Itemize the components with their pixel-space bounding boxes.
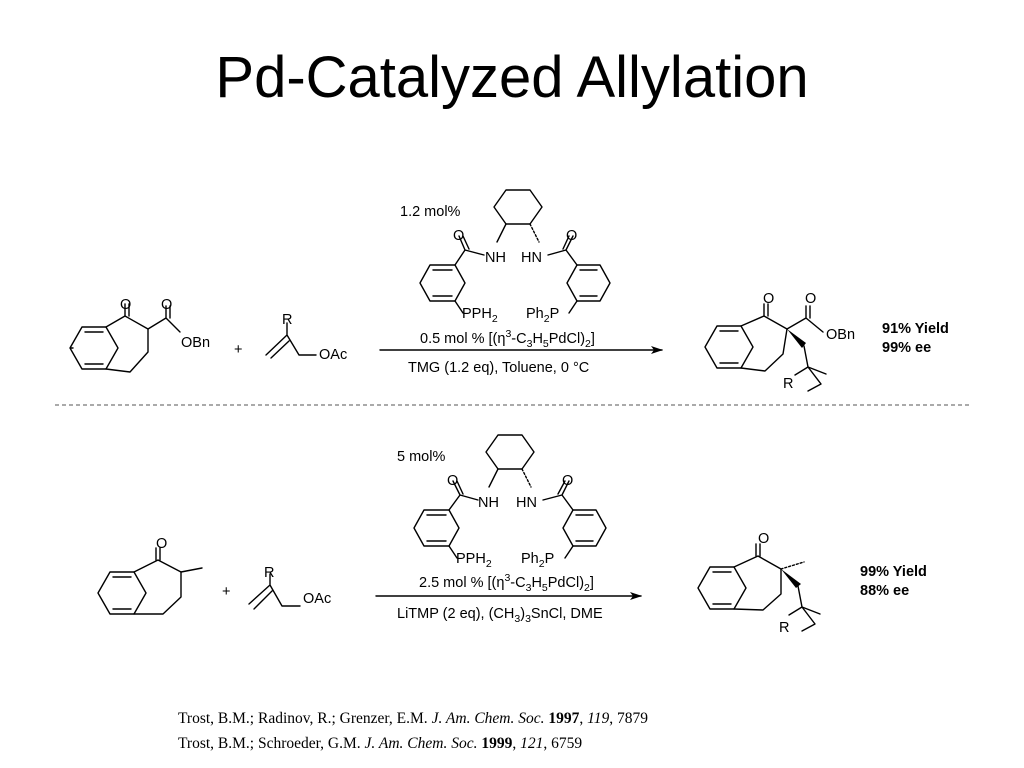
- atom-O-amide-right: O: [566, 228, 577, 244]
- reactant-allyl-acetate-2: R OAc: [248, 565, 331, 610]
- ligand-loading: 1.2 mol%: [400, 204, 461, 220]
- atom-OBn: OBn: [181, 335, 210, 351]
- ee-1: 99% ee: [882, 340, 931, 356]
- atom-O-ketone-p2: O: [758, 531, 769, 547]
- base-conditions-2: LiTMP (2 eq), (CH3)3SnCl, DME: [397, 606, 603, 625]
- product-2: O R: [697, 531, 821, 636]
- trost-ligand-2: 5 mol% O O NH HN PPH2 Ph2P: [397, 434, 607, 570]
- phosphine-right: Ph2P: [526, 306, 559, 325]
- atom-O-ketone-r2: O: [156, 536, 167, 552]
- phosphine-left-2: PPH2: [456, 551, 492, 570]
- atom-O-amide-left: O: [453, 228, 464, 244]
- reactant-methyl-tetralone: O: [97, 536, 203, 615]
- atom-O-ester-p1: O: [805, 291, 816, 307]
- plus-sign-2: +: [222, 584, 230, 600]
- ee-2: 88% ee: [860, 583, 909, 599]
- atom-OAc-r2: OAc: [303, 591, 331, 607]
- product-1: O O OBn R: [704, 291, 855, 392]
- ligand-loading-2: 5 mol%: [397, 449, 445, 465]
- pd-reagent-1: 0.5 mol % [(η3-C3H5PdCl)2]: [420, 328, 595, 350]
- scheme-1: O O OBn + R OAc 1.2 mol% O O NH HN: [69, 189, 949, 392]
- scheme-2: O + R OAc 5 mol% O O NH HN PPH2 Ph2P: [97, 434, 927, 636]
- reference-1: Trost, B.M.; Radinov, R.; Grenzer, E.M. …: [178, 710, 648, 727]
- trost-ligand-1: 1.2 mol% O O NH HN PPH2 Ph2P: [400, 189, 611, 325]
- atom-O-ketone: O: [120, 297, 131, 313]
- atom-O-amide-right-2: O: [562, 473, 573, 489]
- atom-NH-2: NH: [478, 495, 499, 511]
- reactant-tetralone-ester: O O OBn: [69, 297, 210, 373]
- atom-R-p2: R: [779, 620, 789, 636]
- atom-OBn-p1: OBn: [826, 327, 855, 343]
- atom-OAc: OAc: [319, 347, 347, 363]
- base-conditions-1: TMG (1.2 eq), Toluene, 0 °C: [408, 360, 589, 376]
- reactant-allyl-acetate: R OAc: [265, 312, 347, 363]
- atom-R-p1: R: [783, 376, 793, 392]
- phosphine-left: PPH2: [462, 306, 498, 325]
- atom-O-ester: O: [161, 297, 172, 313]
- pd-reagent-2: 2.5 mol % [(η3-C3H5PdCl)2]: [419, 572, 594, 594]
- slide-title: Pd-Catalyzed Allylation: [215, 45, 808, 110]
- references: Trost, B.M.; Radinov, R.; Grenzer, E.M. …: [178, 710, 648, 752]
- atom-HN-2: HN: [516, 495, 537, 511]
- yield-2: 99% Yield: [860, 564, 927, 580]
- atom-NH: NH: [485, 250, 506, 266]
- atom-R-r2: R: [264, 565, 274, 581]
- atom-O-amide-left-2: O: [447, 473, 458, 489]
- atom-R: R: [282, 312, 292, 328]
- yield-1: 91% Yield: [882, 321, 949, 337]
- plus-sign: +: [234, 342, 242, 358]
- phosphine-right-2: Ph2P: [521, 551, 554, 570]
- atom-HN: HN: [521, 250, 542, 266]
- atom-O-ketone-p1: O: [763, 291, 774, 307]
- reference-2: Trost, B.M.; Schroeder, G.M. J. Am. Chem…: [178, 735, 582, 752]
